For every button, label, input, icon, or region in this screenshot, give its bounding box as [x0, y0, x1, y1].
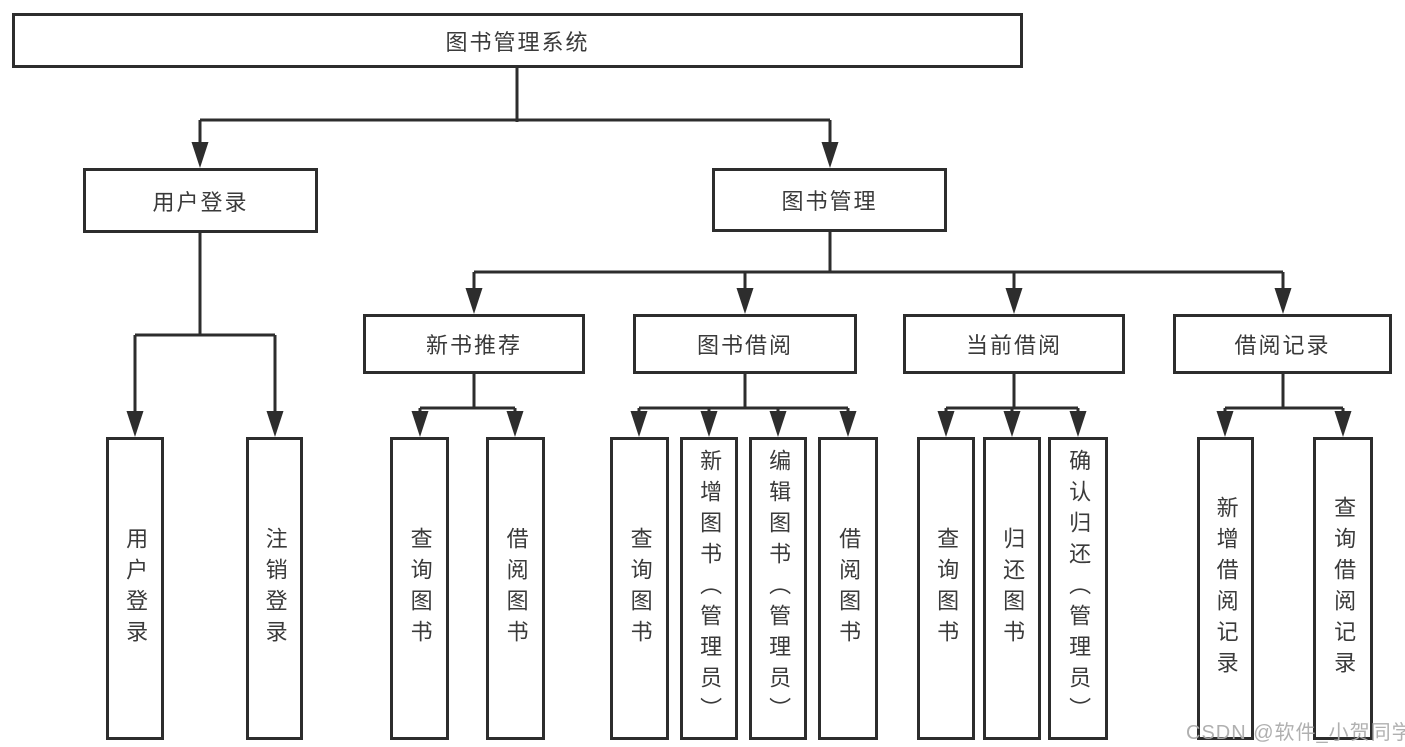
leaf-query-books-borrow: 查询图书: [610, 437, 669, 740]
node-book-management: 图书管理: [712, 168, 947, 232]
arrowhead: [506, 411, 524, 437]
leaf-add-books-admin: 新增图书（管理员）: [680, 437, 738, 740]
arrowhead: [700, 411, 718, 437]
leaf-return-books-label: 归还图书: [1000, 526, 1026, 651]
node-current-borrow: 当前借阅: [903, 314, 1125, 374]
arrowhead: [839, 411, 857, 437]
leaf-return-books: 归还图书: [983, 437, 1041, 740]
arrowhead: [821, 142, 839, 168]
leaf-borrow-books-recommend-label: 借阅图书: [503, 526, 529, 651]
leaf-query-books-current-label: 查询图书: [934, 526, 960, 651]
leaf-edit-books-admin-label: 编辑图书（管理员）: [766, 449, 792, 728]
leaf-user-login-label: 用户登录: [123, 526, 149, 651]
arrowhead: [465, 288, 483, 314]
node-borrow-records-label: 借阅记录: [1234, 333, 1331, 358]
node-borrow-records: 借阅记录: [1173, 314, 1392, 374]
node-user-login: 用户登录: [83, 168, 318, 233]
leaf-borrow-books-borrow-label: 借阅图书: [836, 526, 862, 651]
node-library-management-system: 图书管理系统: [12, 13, 1023, 68]
leaf-user-login: 用户登录: [106, 437, 164, 740]
leaf-add-borrow-record-label: 新增借阅记录: [1213, 495, 1239, 682]
leaf-edit-books-admin: 编辑图书（管理员）: [749, 437, 807, 740]
leaf-query-borrow-record-label: 查询借阅记录: [1331, 495, 1357, 682]
arrowhead: [1003, 411, 1021, 437]
leaf-query-books-borrow-label: 查询图书: [627, 526, 653, 651]
arrowhead: [1216, 411, 1234, 437]
leaf-add-borrow-record: 新增借阅记录: [1197, 437, 1254, 740]
leaf-confirm-return-admin: 确认归还（管理员）: [1048, 437, 1108, 740]
node-library-management-system-label: 图书管理系统: [445, 29, 590, 55]
leaf-logout-label: 注销登录: [262, 526, 288, 651]
leaf-confirm-return-admin-label: 确认归还（管理员）: [1066, 449, 1092, 728]
node-new-book-recommend: 新书推荐: [363, 314, 585, 374]
node-book-management-label: 图书管理: [781, 189, 878, 214]
watermark: CSDN @软件_小贺同学: [1186, 722, 1405, 744]
leaf-query-books-recommend-label: 查询图书: [407, 526, 433, 651]
arrowhead: [266, 411, 284, 437]
arrowhead: [1334, 411, 1352, 437]
arrowhead: [937, 411, 955, 437]
arrowhead: [736, 288, 754, 314]
node-book-borrow: 图书借阅: [633, 314, 857, 374]
leaf-borrow-books-borrow: 借阅图书: [818, 437, 878, 740]
arrowhead: [769, 411, 787, 437]
node-new-book-recommend-label: 新书推荐: [425, 333, 522, 358]
node-book-borrow-label: 图书借阅: [696, 333, 793, 358]
leaf-query-books-recommend: 查询图书: [390, 437, 449, 740]
leaf-query-borrow-record: 查询借阅记录: [1313, 437, 1373, 740]
arrowhead: [1005, 288, 1023, 314]
leaf-logout: 注销登录: [246, 437, 303, 740]
leaf-query-books-current: 查询图书: [917, 437, 975, 740]
node-user-login-label: 用户登录: [152, 189, 249, 215]
arrowhead: [630, 411, 648, 437]
arrowhead: [1069, 411, 1087, 437]
arrowhead: [411, 411, 429, 437]
arrowhead: [1274, 288, 1292, 314]
leaf-add-books-admin-label: 新增图书（管理员）: [697, 449, 723, 728]
arrowhead: [191, 142, 209, 168]
arrowhead: [126, 411, 144, 437]
node-current-borrow-label: 当前借阅: [965, 333, 1062, 358]
leaf-borrow-books-recommend: 借阅图书: [486, 437, 545, 740]
